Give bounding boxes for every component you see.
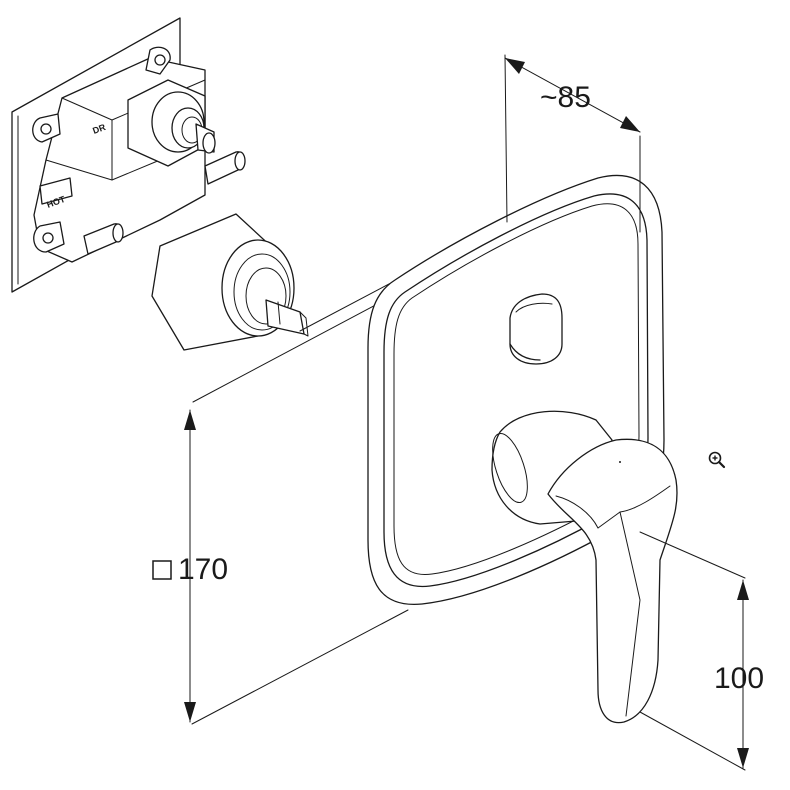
depth-dimension-label: ~85 <box>540 81 591 114</box>
cold-marking: DR <box>91 122 107 136</box>
dimension-plate: 170 <box>152 409 409 725</box>
mixer-cartridge <box>151 213 309 351</box>
zoom-in-icon[interactable] <box>706 449 728 471</box>
dimension-lever: 100 <box>639 531 764 771</box>
cover-plate <box>192 174 678 724</box>
mounting-lugs <box>32 46 171 253</box>
diverter-button[interactable] <box>509 293 563 365</box>
valve-body: DR HOT <box>11 17 309 351</box>
plate-dimension-label: 170 <box>178 553 228 586</box>
dimension-depth: ~85 <box>504 54 641 233</box>
square-outline-icon <box>152 560 172 580</box>
diverter-cartridge <box>127 79 216 167</box>
lever-handle[interactable] <box>547 438 678 724</box>
lever-dimension-label: 100 <box>714 662 764 695</box>
inlet-stubs <box>39 151 246 255</box>
